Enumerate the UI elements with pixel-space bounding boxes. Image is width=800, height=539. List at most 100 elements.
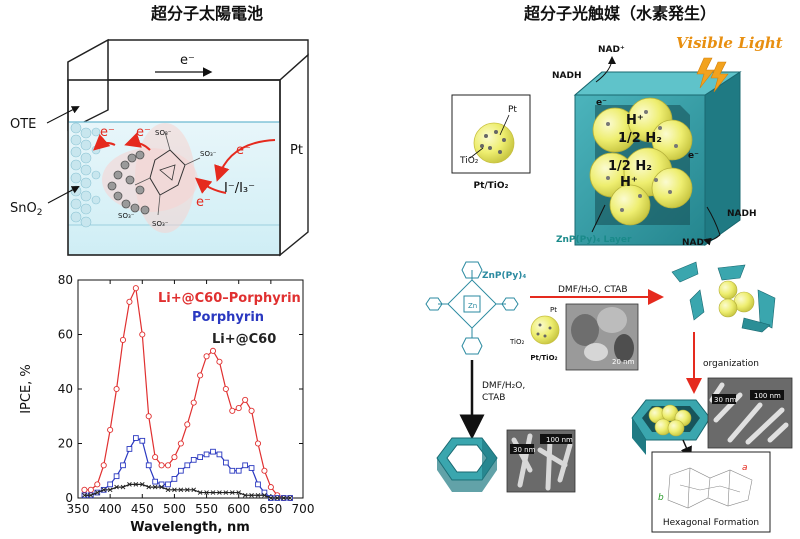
data-point bbox=[261, 467, 268, 474]
sno2-nanoparticles bbox=[70, 122, 101, 228]
data-point bbox=[223, 459, 229, 466]
assembly-pieces bbox=[671, 261, 776, 333]
data-point bbox=[139, 437, 146, 444]
scale-100nm-a: 100 nm bbox=[546, 436, 573, 444]
h-plus-label-top: H⁺ bbox=[626, 113, 644, 128]
legend-entry: Li+@C60–Porphyrin bbox=[158, 291, 301, 306]
data-point bbox=[172, 487, 177, 493]
data-point bbox=[113, 473, 120, 480]
data-point bbox=[184, 421, 191, 428]
x-tick-label: 550 bbox=[195, 502, 218, 516]
empty-hex-tube bbox=[436, 437, 498, 492]
layer-label: ZnP(Py)₄ Layer bbox=[556, 235, 632, 245]
axis-b-label: b bbox=[658, 493, 664, 503]
y-tick-label: 20 bbox=[58, 437, 73, 451]
data-point bbox=[204, 490, 209, 495]
data-point bbox=[281, 495, 287, 501]
x-tick-label: 600 bbox=[227, 502, 250, 516]
hex-caption: Hexagonal Formation bbox=[663, 518, 759, 528]
axis-a-label: a bbox=[742, 463, 748, 473]
data-point bbox=[191, 487, 197, 493]
data-point bbox=[287, 495, 293, 501]
data-point bbox=[152, 454, 159, 461]
data-point bbox=[210, 448, 216, 455]
x-tick-label: 500 bbox=[163, 502, 186, 516]
synthesis-scheme: Zn ZnP(Py)₄ DMF/H₂O, CTAB Pt TiO₂ Pt/TiO… bbox=[425, 261, 793, 533]
scale-30nm-a: 30 nm bbox=[513, 446, 536, 454]
data-point bbox=[229, 407, 236, 414]
scale-20nm: 20 nm bbox=[612, 358, 635, 366]
data-point bbox=[197, 490, 203, 495]
electron-label-right: e⁻ bbox=[688, 151, 699, 161]
scale-30nm-b: 30 nm bbox=[714, 396, 737, 404]
data-point bbox=[94, 490, 100, 495]
zn-center-label: Zn bbox=[468, 302, 477, 310]
data-point bbox=[267, 484, 274, 491]
x-tick-label: 400 bbox=[99, 502, 122, 516]
nadh-right: NADH bbox=[727, 209, 757, 219]
y-axis-label: IPCE, % bbox=[19, 364, 34, 414]
solar-cell-diagram: SO₃⁻ SO₃⁻ SO₃⁻ SO₃⁻ e⁻ e⁻ e⁻ e⁻ e⁻ I⁻/I₃… bbox=[10, 38, 309, 257]
data-point bbox=[209, 347, 217, 354]
electron-label-2: e⁻ bbox=[136, 125, 151, 140]
data-point bbox=[177, 440, 184, 447]
data-point bbox=[248, 407, 255, 414]
y-tick-label: 80 bbox=[58, 273, 73, 287]
data-point bbox=[235, 405, 242, 412]
redox-label: I⁻/I₃⁻ bbox=[224, 181, 255, 196]
data-point bbox=[242, 396, 249, 403]
inset-pt-label: Pt bbox=[508, 105, 517, 115]
hexagonal-formation-inset: a b Hexagonal Formation bbox=[651, 451, 771, 533]
data-point bbox=[100, 462, 107, 469]
y-tick-label: 40 bbox=[58, 382, 73, 396]
data-point bbox=[197, 372, 204, 379]
sem-image-1: 100 nm 30 nm bbox=[506, 429, 576, 493]
scale-100nm-b: 100 nm bbox=[754, 392, 781, 400]
synth-pt-label: Pt bbox=[550, 306, 557, 314]
x-tick-label: 650 bbox=[259, 502, 282, 516]
series-1 bbox=[81, 435, 293, 501]
data-point bbox=[165, 481, 171, 488]
x-axis-label: Wavelength, nm bbox=[130, 520, 250, 535]
data-point bbox=[210, 490, 216, 495]
data-point bbox=[184, 487, 190, 493]
data-point bbox=[216, 358, 223, 365]
data-point bbox=[254, 440, 262, 447]
data-point bbox=[159, 484, 164, 490]
data-point bbox=[242, 462, 248, 469]
data-point bbox=[87, 486, 94, 493]
porphyrin-complex bbox=[107, 131, 201, 216]
step2-label-b: CTAB bbox=[482, 393, 505, 403]
data-point bbox=[262, 492, 267, 498]
data-point bbox=[133, 435, 139, 441]
y-tick-label: 60 bbox=[58, 328, 73, 342]
data-point bbox=[94, 481, 101, 488]
lightning-icon bbox=[696, 57, 729, 93]
data-point bbox=[139, 482, 145, 487]
series-2 bbox=[82, 482, 293, 501]
data-point bbox=[229, 490, 235, 495]
data-point bbox=[152, 478, 158, 485]
x-tick-label: 350 bbox=[67, 502, 90, 516]
data-point bbox=[178, 487, 184, 493]
data-point bbox=[113, 385, 120, 393]
data-point bbox=[203, 353, 210, 360]
electron-label-4: e⁻ bbox=[196, 195, 211, 210]
so3-label-3: SO₃⁻ bbox=[152, 220, 169, 228]
inset-tio2-label: TiO₂ bbox=[459, 156, 479, 166]
so3-label-2: SO₃⁻ bbox=[200, 150, 217, 158]
data-point bbox=[203, 451, 210, 458]
znp-label: ZnP(Py)₄ bbox=[482, 271, 526, 281]
data-point bbox=[146, 484, 152, 490]
data-point bbox=[107, 487, 113, 493]
sno2-label: SnO2 bbox=[10, 201, 42, 218]
data-point bbox=[101, 487, 107, 493]
ote-label: OTE bbox=[10, 117, 36, 132]
data-point bbox=[158, 462, 165, 469]
electron-label-left: e⁻ bbox=[596, 98, 607, 108]
x-tick-label: 700 bbox=[292, 502, 315, 516]
data-point bbox=[248, 465, 255, 471]
nad-plus-bottom: NAD⁺ bbox=[682, 238, 709, 248]
so3-label-4: SO₃⁻ bbox=[118, 212, 135, 220]
